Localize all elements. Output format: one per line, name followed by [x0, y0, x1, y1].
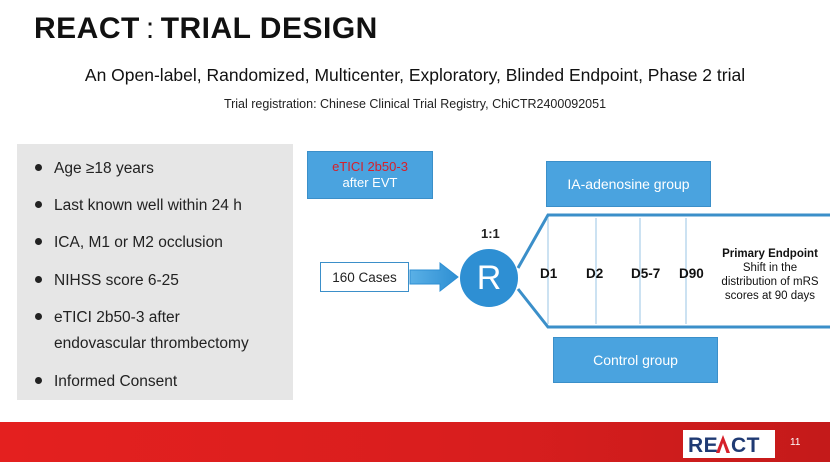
bullet-icon [35, 313, 42, 320]
ia-adenosine-group-box: IA-adenosine group [546, 161, 711, 207]
criteria-item-occlusion: ICA, M1 or M2 occlusion [35, 230, 223, 256]
eligibility-line2: after EVT [342, 175, 398, 190]
title-main: REACT [34, 12, 140, 45]
cases-box: 160 Cases [320, 262, 409, 292]
criteria-item-consent: Informed Consent [35, 369, 177, 395]
randomization-letter: R [476, 258, 502, 297]
criteria-text-continued: endovascular thrombectomy [54, 335, 249, 352]
arrow-right-icon [409, 261, 459, 293]
endpoint-line2: distribution of mRS [721, 276, 819, 288]
criteria-text: eTICI 2b50-3 after [54, 309, 180, 326]
day-label-d1: D1 [540, 266, 558, 281]
criteria-item-age: Age ≥18 years [35, 156, 154, 182]
trial-registration: Trial registration: Chinese Clinical Tri… [223, 97, 607, 111]
criteria-item-etici: eTICI 2b50-3 after endovascular thrombec… [35, 305, 249, 357]
endpoint-line1: Shift in the [742, 262, 798, 274]
criteria-text: Age ≥18 years [54, 160, 154, 177]
control-arm-line [516, 288, 830, 329]
day-label-d2: D2 [586, 266, 604, 281]
endpoint-line3: scores at 90 days [724, 290, 816, 302]
criteria-text: Informed Consent [54, 373, 178, 390]
criteria-text: Last known well within 24 h [54, 197, 242, 214]
randomization-ratio: 1:1 [481, 226, 500, 241]
criteria-text: ICA, M1 or M2 occlusion [54, 234, 223, 251]
criteria-item-lkw: Last known well within 24 h [35, 193, 242, 219]
svg-text:RE: RE [688, 434, 718, 456]
page-title: REACT:TRIAL DESIGN [34, 12, 378, 46]
primary-endpoint: Primary Endpoint Shift in the distributi… [714, 247, 826, 303]
eligibility-line1: eTICI 2b50-3 [332, 159, 408, 174]
bullet-icon [35, 276, 42, 283]
title-separator: : [145, 12, 155, 45]
bullet-icon [35, 238, 42, 245]
trial-subtitle: An Open-label, Randomized, Multicenter, … [84, 65, 746, 85]
day-label-d90: D90 [679, 266, 704, 281]
randomization-circle: R [460, 249, 518, 307]
page-number: 11 [790, 437, 801, 448]
eligibility-box: eTICI 2b50-3 after EVT [307, 151, 433, 199]
inclusion-criteria-panel: Age ≥18 years Last known well within 24 … [17, 144, 293, 400]
bullet-icon [35, 201, 42, 208]
control-group-box: Control group [553, 337, 718, 383]
treatment-arm-line [516, 213, 830, 269]
criteria-text: NIHSS score 6-25 [54, 272, 179, 289]
control-arm-label: Control group [593, 352, 678, 368]
bullet-icon [35, 377, 42, 384]
react-logo-mark: RE CT [688, 434, 760, 456]
svg-text:CT: CT [731, 434, 760, 456]
react-logo: RE CT [683, 430, 775, 458]
bullet-icon [35, 164, 42, 171]
endpoint-heading: Primary Endpoint [722, 248, 818, 260]
criteria-item-nihss: NIHSS score 6-25 [35, 268, 179, 294]
treatment-arm-label: IA-adenosine group [567, 176, 690, 192]
title-rest: TRIAL DESIGN [160, 12, 378, 45]
day-label-d5-7: D5-7 [631, 266, 661, 281]
